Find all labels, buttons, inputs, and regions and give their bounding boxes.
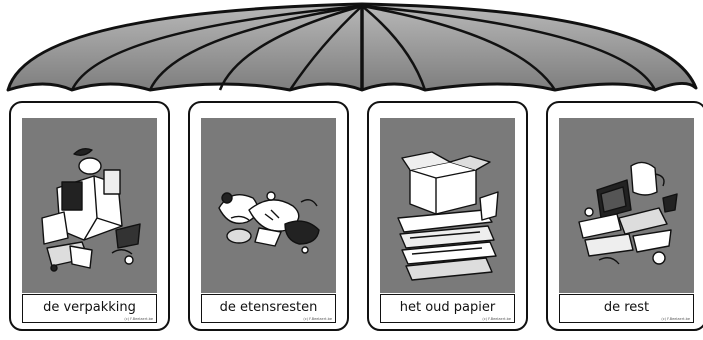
card-image — [22, 118, 157, 293]
card-credit: (c) F.Beelaert.be — [303, 317, 332, 321]
card-label-box: de verpakking (c) F.Beelaert.be — [22, 294, 157, 323]
card-old-paper[interactable]: het oud papier (c) F.Beelaert.be — [367, 101, 528, 331]
card-label: de etensresten — [219, 300, 318, 315]
card-label-box: de etensresten (c) F.Beelaert.be — [201, 294, 336, 323]
card-image — [380, 118, 515, 293]
card-residual-waste[interactable]: de rest (c) F.Beelaert.be — [546, 101, 703, 331]
card-credit: (c) F.Beelaert.be — [124, 317, 153, 321]
umbrella-rib-8 — [361, 4, 657, 91]
umbrella-rib-3 — [218, 4, 363, 91]
card-credit: (c) F.Beelaert.be — [482, 317, 511, 321]
card-label-box: het oud papier (c) F.Beelaert.be — [380, 294, 515, 323]
card-credit: (c) F.Beelaert.be — [661, 317, 690, 321]
umbrella-rib-4 — [288, 5, 363, 91]
card-food-scraps[interactable]: de etensresten (c) F.Beelaert.be — [188, 101, 349, 331]
card-packaging[interactable]: de verpakking (c) F.Beelaert.be — [9, 101, 170, 331]
card-label: het oud papier — [399, 300, 496, 315]
umbrella-rib-2 — [148, 4, 363, 91]
card-label-box: de rest (c) F.Beelaert.be — [559, 294, 694, 323]
umbrella-icon — [6, 2, 698, 92]
card-label: de rest — [603, 300, 650, 315]
umbrella-rib-6 — [361, 5, 427, 91]
residual-waste-icon — [578, 161, 678, 265]
packaging-junk-icon — [41, 147, 141, 272]
card-image — [559, 118, 694, 293]
umbrella-rib-1 — [70, 4, 363, 91]
food-scraps-icon — [218, 191, 320, 254]
card-label: de verpakking — [43, 300, 136, 315]
umbrella-canopy — [6, 2, 698, 92]
old-paper-icon — [397, 151, 499, 281]
umbrella-rib-7 — [361, 4, 557, 91]
card-image — [201, 118, 336, 293]
